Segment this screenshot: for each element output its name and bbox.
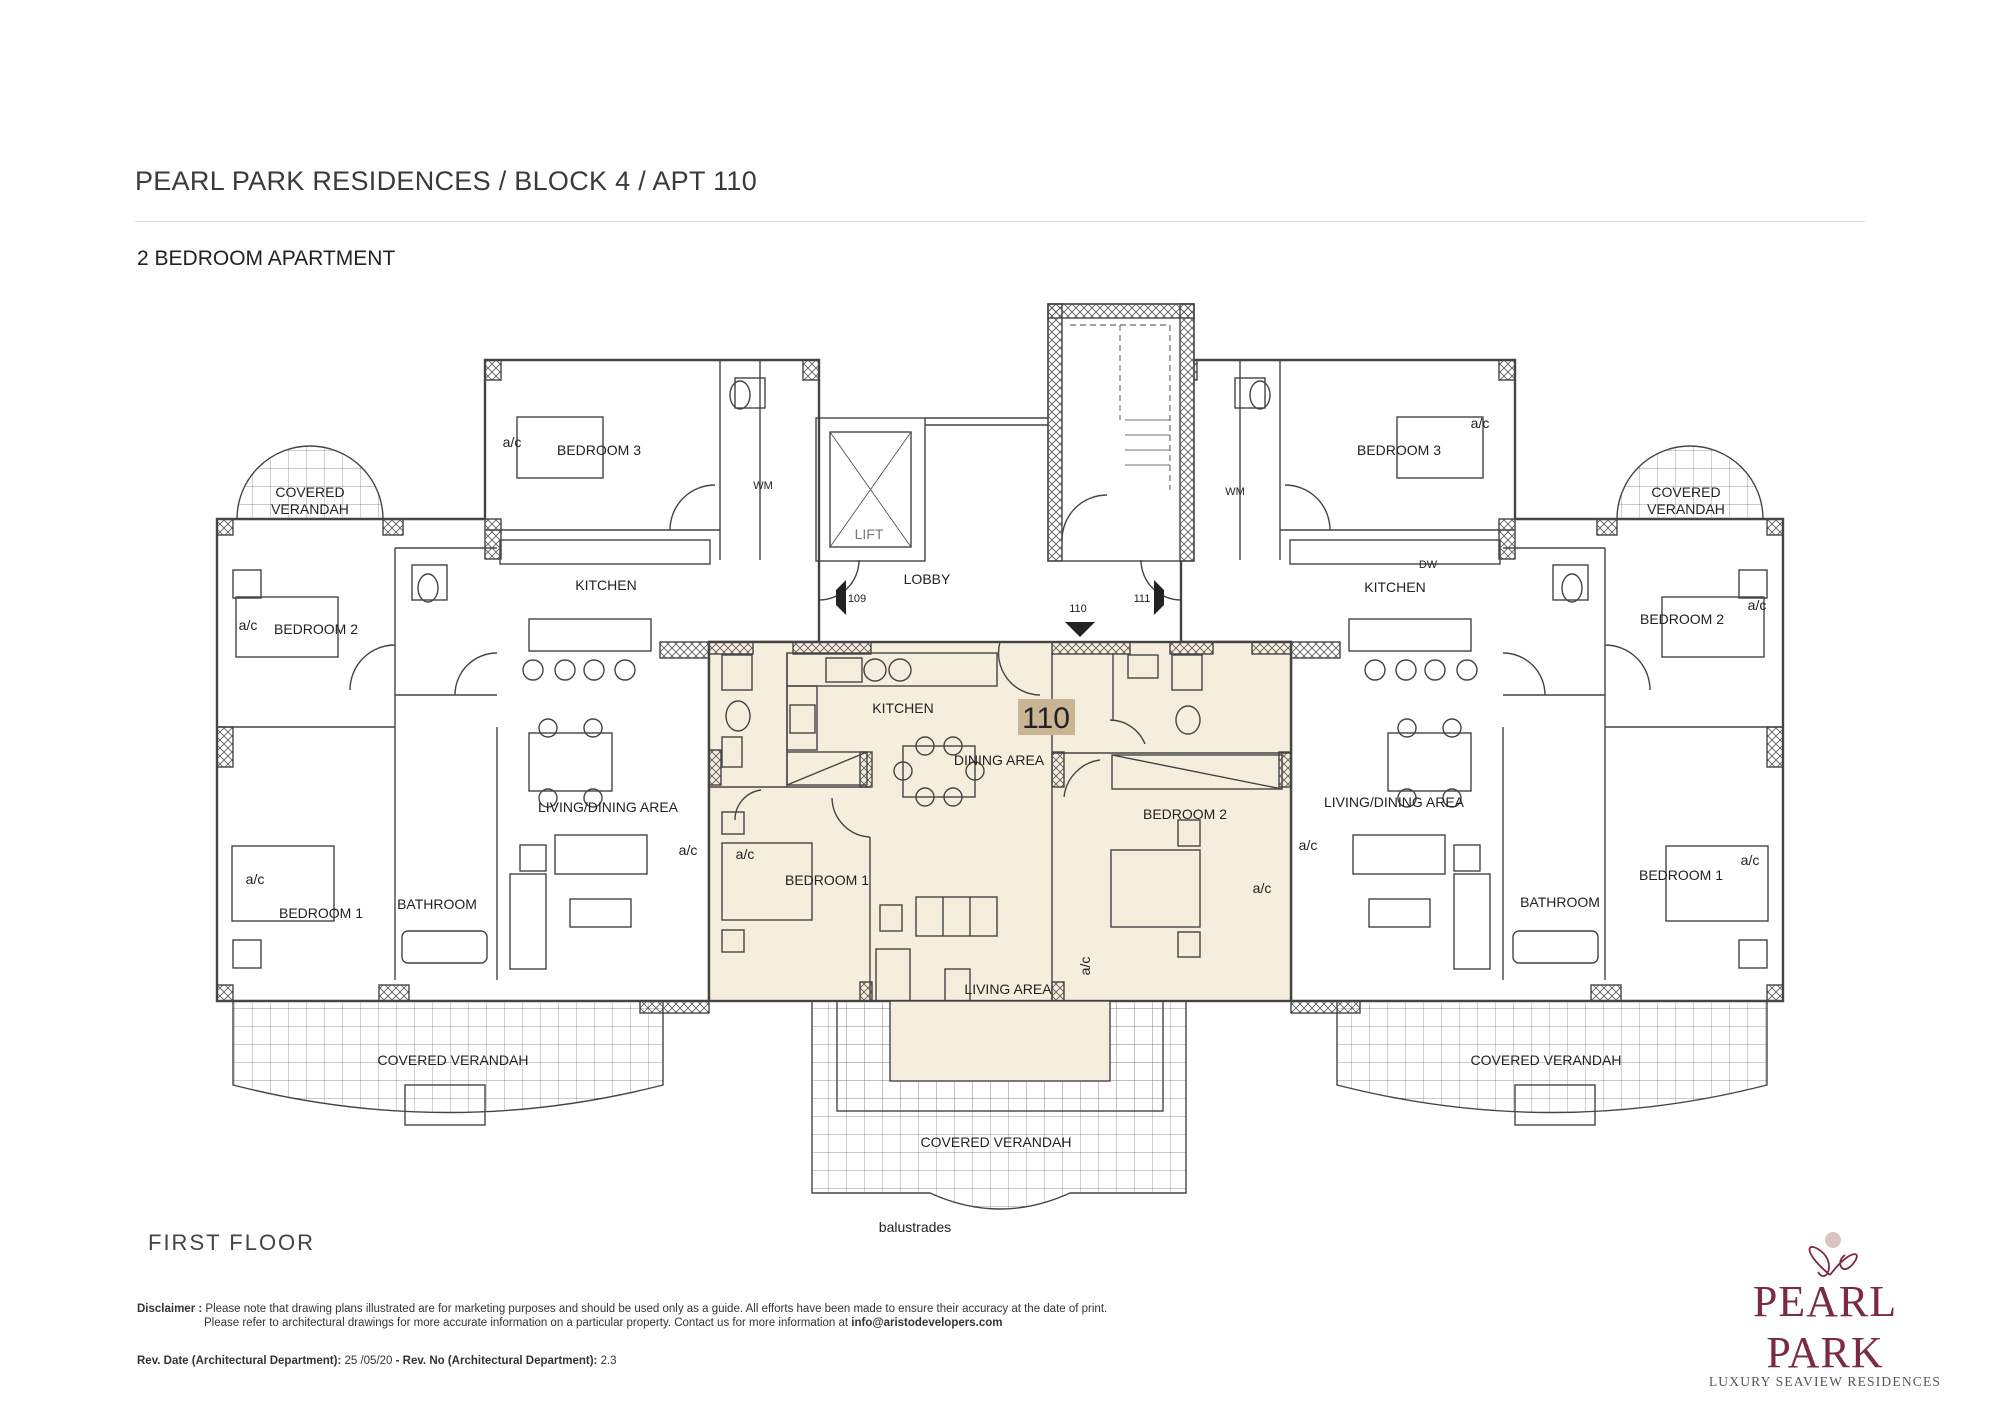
label-ac: a/c — [239, 617, 258, 633]
label-right-bedroom1: BEDROOM 1 — [1639, 867, 1723, 883]
label-left-bedroom3: BEDROOM 3 — [557, 442, 641, 458]
label-lift: LIFT — [855, 526, 884, 542]
label-balustrades: balustrades — [879, 1219, 951, 1235]
label-right-living-dining: LIVING/DINING AREA — [1324, 794, 1465, 810]
pearl-logo-icon — [1808, 1232, 1858, 1277]
label-right-bathroom: BATHROOM — [1520, 894, 1600, 910]
label-right-verandah-top-1: COVERED — [1651, 484, 1720, 500]
rev-no-label: - Rev. No (Architectural Department): — [395, 1355, 598, 1367]
label-door-109: 109 — [848, 593, 866, 605]
divider — [135, 221, 1865, 222]
lift-shaft — [815, 417, 926, 562]
label-left-bedroom2: BEDROOM 2 — [274, 621, 358, 637]
door-110-arrow-icon — [1065, 622, 1095, 637]
label-left-wm: WM — [753, 480, 773, 492]
apartment-badge — [1018, 699, 1075, 735]
label-ac: a/c — [1299, 837, 1318, 853]
label-110-kitchen: KITCHEN — [872, 700, 933, 716]
door-109-arrow-icon — [836, 580, 846, 615]
label-110-dining: DINING AREA — [954, 752, 1045, 768]
label-right-verandah-top-2: VERANDAH — [1647, 501, 1725, 517]
disclaimer-line2: Please refer to architectural drawings f… — [204, 1317, 849, 1329]
label-ac: a/c — [1253, 880, 1272, 896]
disclaimer-label: Disclaimer : — [137, 1303, 203, 1315]
rev-date: 25 /05/20 — [344, 1355, 393, 1367]
disclaimer: Disclaimer : Please note that drawing pl… — [137, 1302, 1107, 1330]
door-111-arrow-icon — [1154, 580, 1164, 615]
label-right-kitchen: KITCHEN — [1364, 579, 1425, 595]
page-title: PEARL PARK RESIDENCES / BLOCK 4 / APT 11… — [135, 166, 758, 196]
central-verandah — [811, 1000, 1187, 1210]
label-right-bedroom3: BEDROOM 3 — [1357, 442, 1441, 458]
label-left-verandah-top-2: VERANDAH — [271, 501, 349, 517]
label-ac: a/c — [246, 871, 265, 887]
label-left-verandah-top-1: COVERED — [275, 484, 344, 500]
label-110-bedroom2: BEDROOM 2 — [1143, 806, 1227, 822]
label-left-bedroom1: BEDROOM 1 — [279, 905, 363, 921]
label-left-kitchen: KITCHEN — [575, 577, 636, 593]
floor-label: FIRST FLOOR — [148, 1230, 316, 1255]
label-ac: a/c — [1471, 415, 1490, 431]
apartment-number: 110 — [1022, 702, 1070, 735]
label-door-111: 111 — [1134, 593, 1151, 605]
rev-date-label: Rev. Date (Architectural Department): — [137, 1355, 342, 1367]
logo-name: PEARL PARK — [1752, 1277, 1898, 1377]
rev-no: 2.3 — [600, 1355, 617, 1367]
apartment-type: 2 BEDROOM APARTMENT — [137, 247, 396, 270]
label-ac: a/c — [736, 846, 755, 862]
label-110-bedroom1: BEDROOM 1 — [785, 872, 869, 888]
label-left-living-dining: LIVING/DINING AREA — [538, 799, 679, 815]
label-ac: a/c — [1748, 597, 1767, 613]
label-left-verandah-bottom: COVERED VERANDAH — [378, 1052, 529, 1068]
label-right-verandah-bottom: COVERED VERANDAH — [1471, 1052, 1622, 1068]
label-ac: a/c — [503, 434, 522, 450]
revision-info: Rev. Date (Architectural Department): 25… — [137, 1355, 617, 1367]
label-right-wm: WM — [1225, 486, 1245, 498]
contact-email-link[interactable]: info@aristodevelopers.com — [851, 1317, 1003, 1329]
label-right-bedroom2: BEDROOM 2 — [1640, 611, 1724, 627]
label-left-bathroom: BATHROOM — [397, 896, 477, 912]
brand-logo: PEARL PARK LUXURY SEAVIEW RESIDENCES — [1690, 1228, 1960, 1390]
label-110-living: LIVING AREA — [964, 981, 1052, 997]
label-door-110: 110 — [1069, 603, 1087, 615]
staircase — [1047, 303, 1195, 562]
label-right-dw: DW — [1419, 559, 1438, 571]
label-110-verandah: COVERED VERANDAH — [921, 1134, 1072, 1150]
label-lobby: LOBBY — [904, 571, 951, 587]
logo-tagline: LUXURY SEAVIEW RESIDENCES — [1708, 1374, 1942, 1389]
label-ac: a/c — [1741, 852, 1760, 868]
disclaimer-line1: Please note that drawing plans illustrat… — [205, 1303, 1108, 1315]
label-ac: a/c — [679, 842, 698, 858]
label-ac: a/c — [1077, 957, 1093, 976]
